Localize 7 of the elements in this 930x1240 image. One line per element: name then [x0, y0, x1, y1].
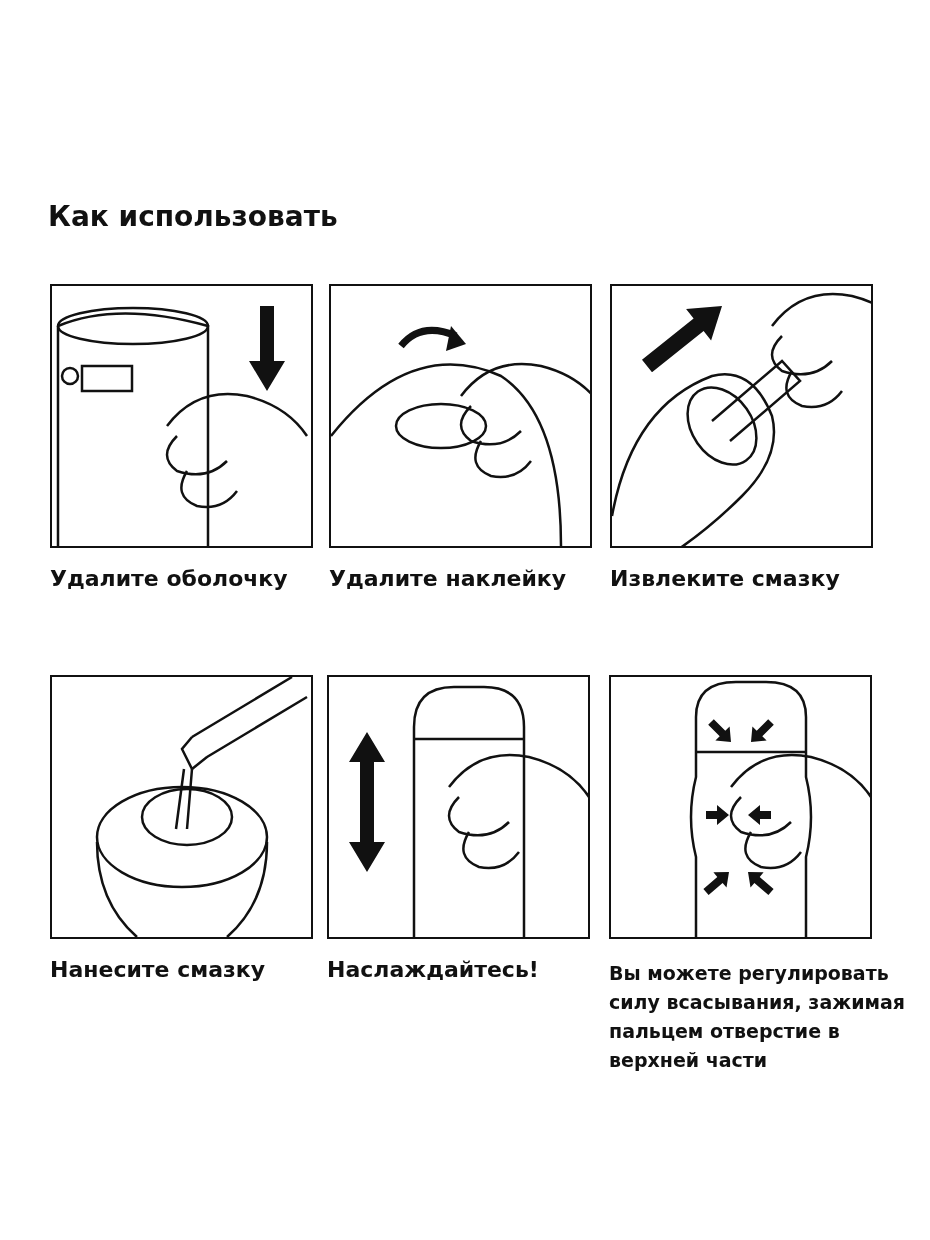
step-caption: Удалите наклейку	[329, 566, 568, 591]
step-caption: Извлеките смазку	[610, 566, 841, 591]
step-caption: Удалите оболочку	[50, 566, 289, 591]
step-caption: Наслаждайтесь!	[327, 957, 540, 982]
step-caption: Нанесите смазку	[50, 957, 267, 982]
page-title: Как использовать	[48, 200, 338, 233]
step-caption: Вы можете регулировать силу всасывания, зажимая пальцем отверстие в верхней части	[609, 961, 906, 1073]
